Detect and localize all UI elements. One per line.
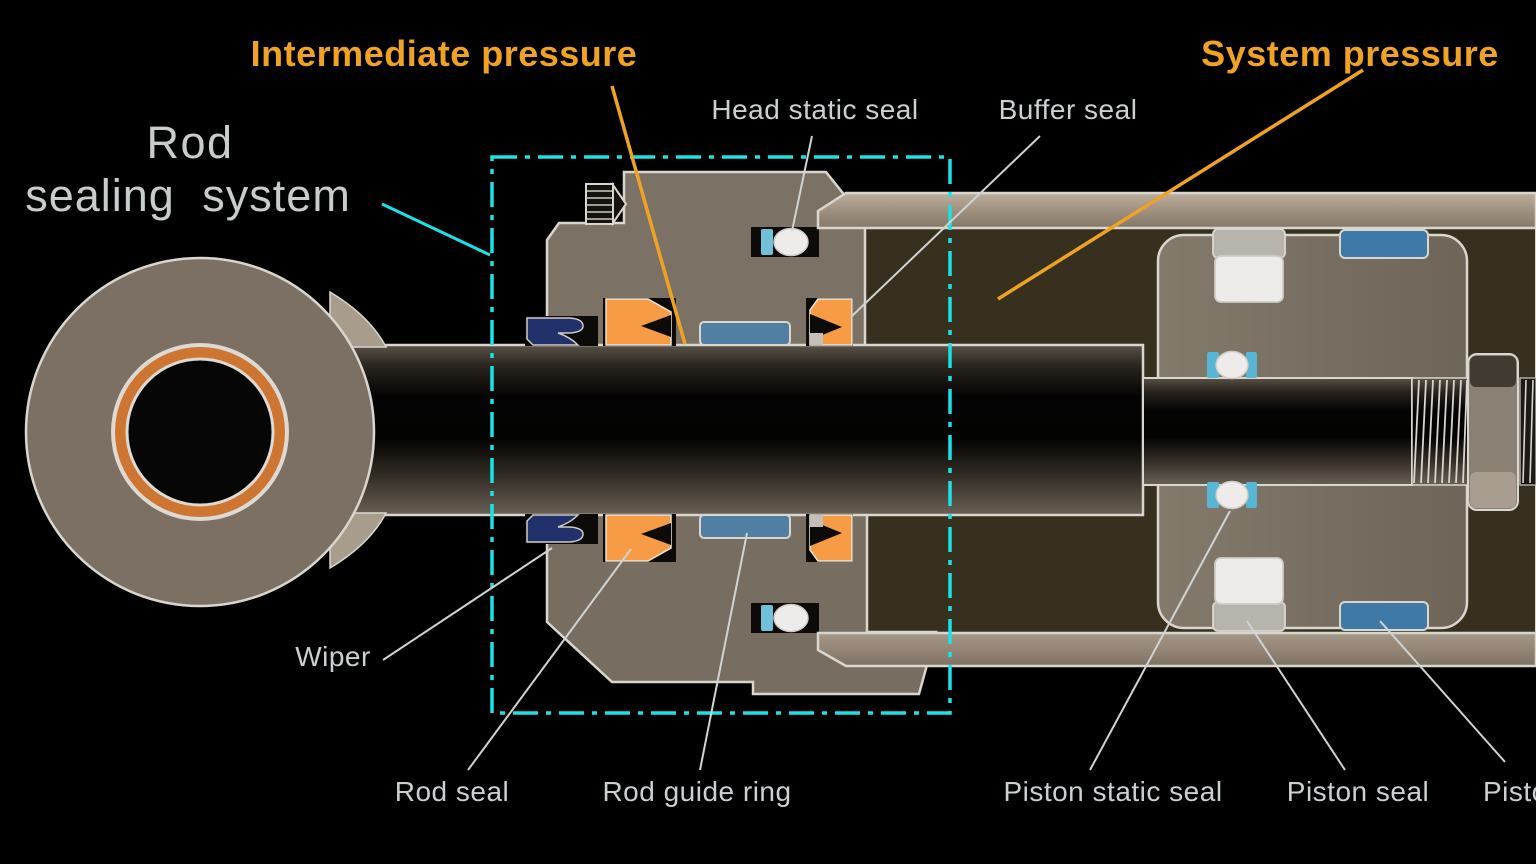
intermediate-pressure-leader <box>610 85 687 345</box>
rod-eye <box>24 256 376 608</box>
rod-guide-ring-leader <box>699 532 748 771</box>
piston-guide-ring-leader <box>1379 620 1506 763</box>
rod-eye-bore <box>125 357 275 507</box>
piston-static-seal-leader <box>1089 510 1231 771</box>
rod-guide-ring-label: Rod guide ring <box>602 776 791 807</box>
piston-static-seal <box>1215 350 1249 380</box>
rod-reduced-section <box>1142 377 1413 486</box>
rod-sealing-system-leader <box>381 202 491 257</box>
head-static-seal-label: Head static seal <box>711 94 918 125</box>
piston-static-seal-label: Piston static seal <box>1003 776 1222 807</box>
cylinder-tube-top <box>816 191 1536 230</box>
piston-seal-leader <box>1246 620 1346 771</box>
buffer-seal-leader <box>851 135 1041 317</box>
rod-seal-leader <box>467 548 632 771</box>
piston-static-backup-left <box>1207 352 1219 378</box>
piston-seal-label: Piston seal <box>1287 776 1429 807</box>
piston-guide-ring <box>1339 229 1429 259</box>
buffer-seal-label: Buffer seal <box>999 94 1138 125</box>
intermediate-pressure-label: Intermediate pressure <box>251 33 638 74</box>
rod-nut <box>1467 353 1519 511</box>
cylinder-tube-bottom <box>816 631 1536 668</box>
locking-screw <box>585 181 628 227</box>
system-pressure-leader <box>997 68 1364 301</box>
rod-seal-label: Rod seal <box>395 776 510 807</box>
title-line2: sealing system <box>25 170 351 221</box>
wiper-seal <box>526 317 584 346</box>
title-line1: Rod <box>146 117 233 168</box>
seal-set-upper <box>525 227 1429 380</box>
head-static-seal <box>773 227 809 257</box>
piston-seal-cap <box>1212 228 1286 259</box>
piston-rod <box>338 343 1145 517</box>
component-leaders <box>382 135 1506 771</box>
wiper-label: Wiper <box>295 641 371 672</box>
rod-seal-notch <box>641 315 671 337</box>
head-static-seal-leader <box>791 135 813 232</box>
piston-guide-ring-label: Piston guide ring <box>1483 776 1536 807</box>
piston-seal <box>1214 255 1284 303</box>
system-pressure-label: System pressure <box>1201 33 1499 74</box>
buffer-backup-ring <box>810 333 823 345</box>
rod-guide-ring <box>699 321 791 346</box>
rod-thread-section <box>1411 377 1469 486</box>
wiper-leader <box>382 547 553 661</box>
piston-static-backup-right <box>1246 352 1257 378</box>
rod-thread-tip <box>1519 377 1536 486</box>
rod-sealing-system-highlight-box <box>490 155 952 715</box>
head-static-backup-ring <box>761 229 773 255</box>
